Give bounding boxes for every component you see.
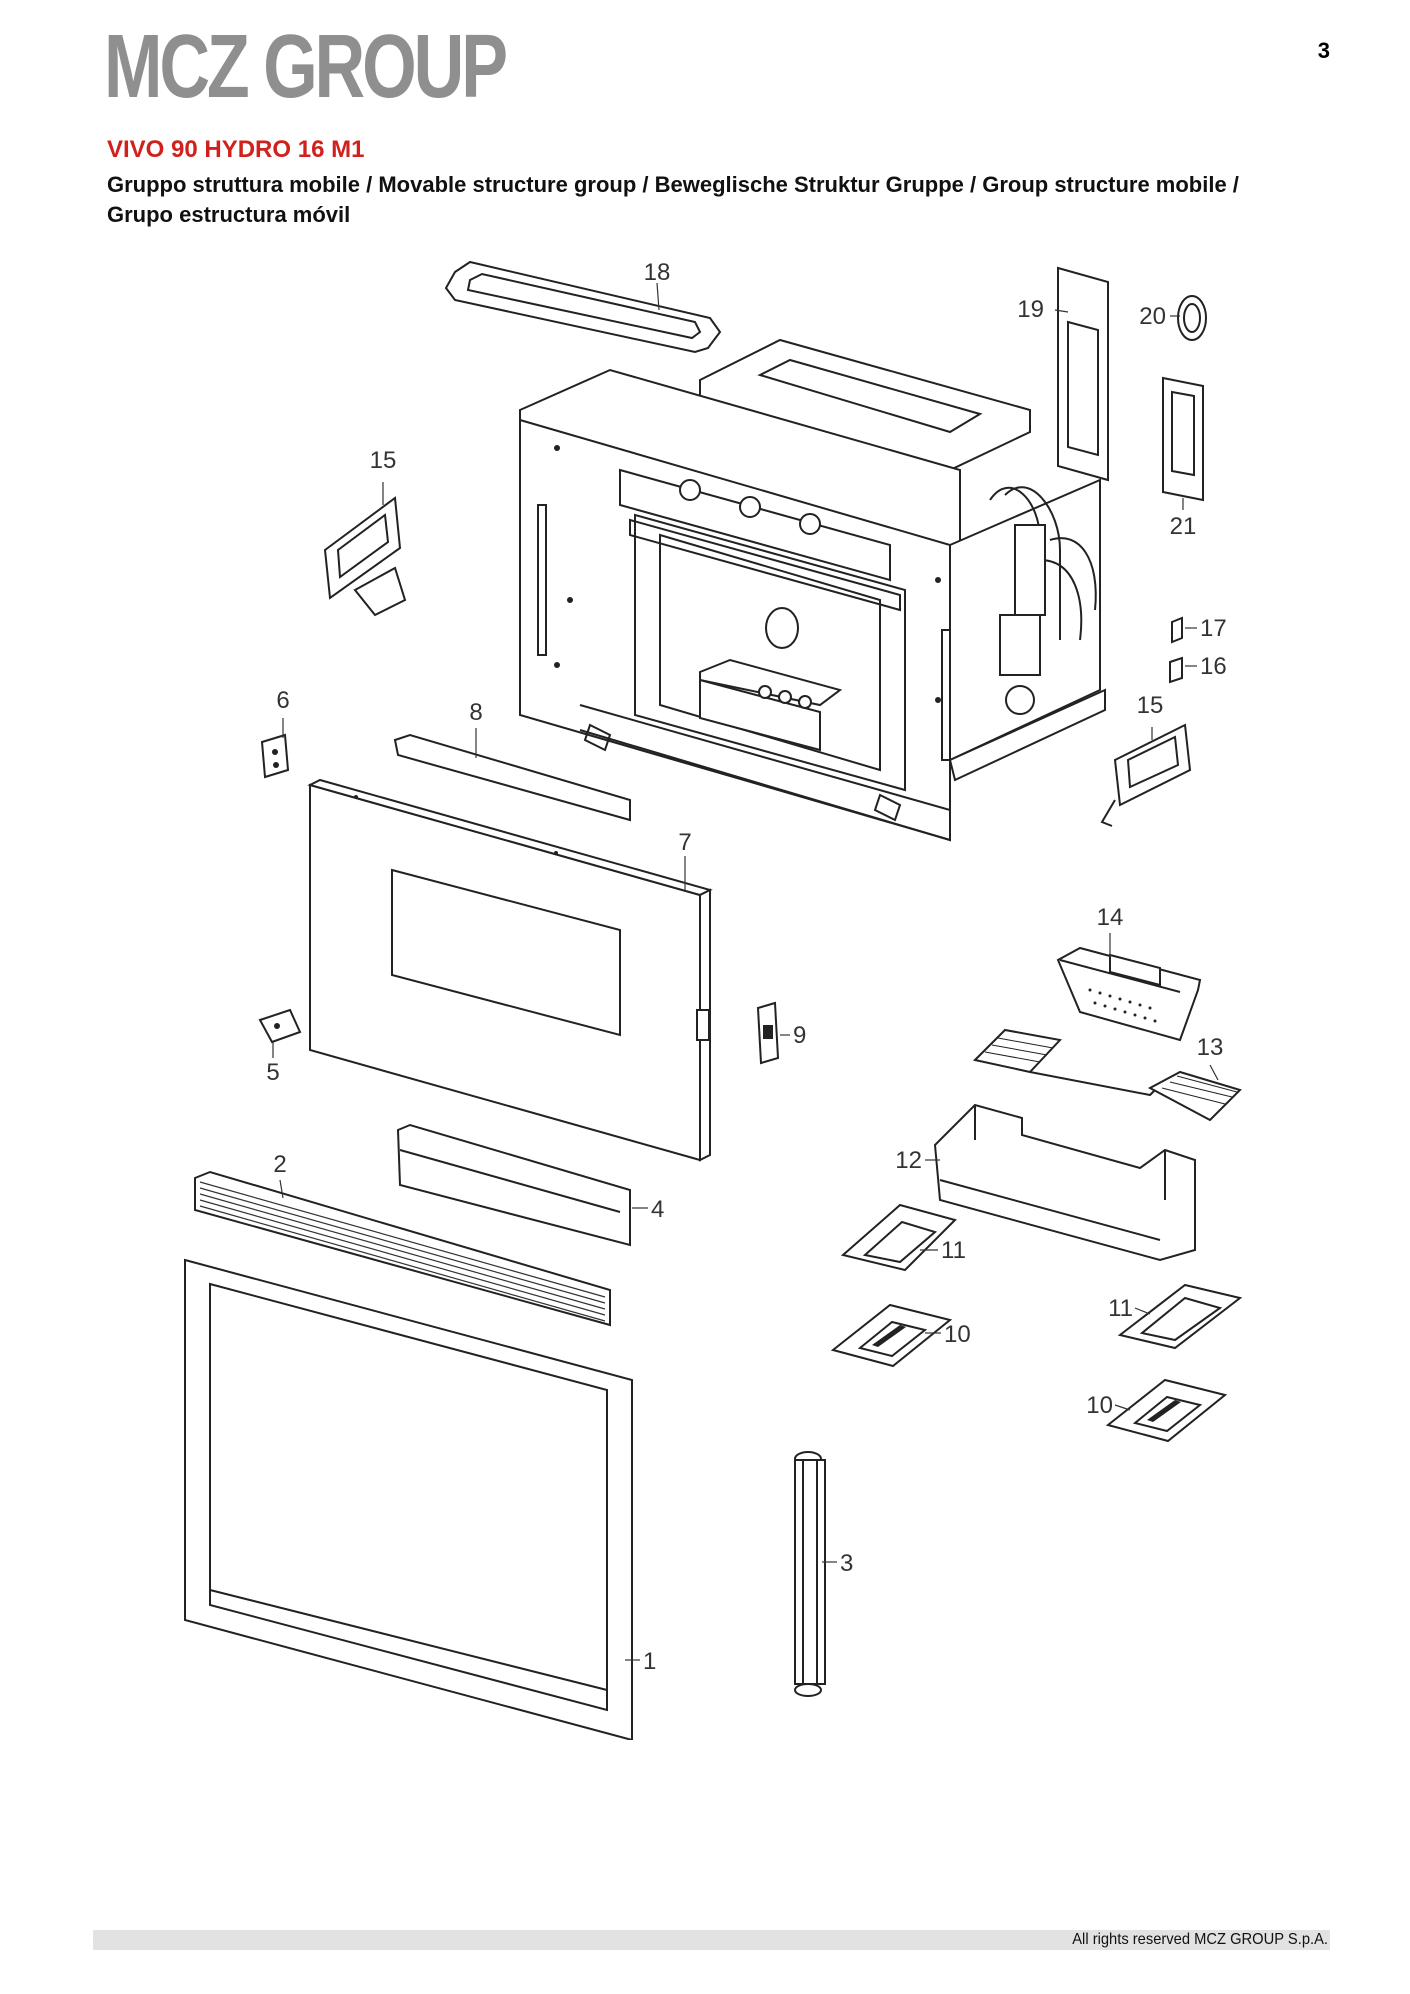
- page-number: 3: [1317, 38, 1330, 63]
- part-19-plate: [1057, 266, 1109, 482]
- part-2-grille: [194, 1170, 611, 1327]
- callout-15-right: 15: [1137, 692, 1164, 719]
- callout-3: 3: [840, 1550, 853, 1577]
- callout-15-left: 15: [370, 447, 397, 474]
- part-14-basket: [1056, 946, 1202, 1042]
- part-4-bar: [396, 1123, 631, 1247]
- part-11-gasket-left: [840, 1203, 957, 1272]
- leader-13: [1209, 1064, 1219, 1081]
- brand-logo: MCZ GROUP: [104, 17, 508, 117]
- callout-10-right: 10: [1086, 1392, 1113, 1419]
- part-11-gasket-right: [1117, 1283, 1243, 1350]
- callout-6: 6: [276, 687, 289, 714]
- exploded-parts-diagram: 18 19 20 21 15 17 16 15 6 8 7 14 5 9 13 …: [184, 259, 1243, 1740]
- part-18-gasket: [444, 260, 722, 354]
- leader-2: [279, 1179, 284, 1199]
- main-structure: [519, 338, 1106, 842]
- part-20-ring: [1177, 295, 1207, 341]
- leader-19: [1054, 309, 1069, 313]
- part-15-right-bracket: [1100, 723, 1192, 827]
- callout-18: 18: [644, 259, 671, 286]
- part-10-plate-right: [1105, 1378, 1228, 1443]
- leader-10-right: [1114, 1404, 1131, 1411]
- callout-11-right: 11: [1108, 1295, 1133, 1322]
- part-10-plate-left: [830, 1303, 953, 1368]
- part-9-latch: [756, 1001, 780, 1065]
- part-16-clip: [1169, 656, 1183, 684]
- callout-8: 8: [469, 699, 482, 726]
- part-15-left-bracket: [323, 496, 407, 617]
- part-8-bar: [393, 733, 631, 822]
- part-6-hinge: [260, 733, 290, 779]
- part-3-column: [794, 1451, 826, 1697]
- callout-11-left: 11: [941, 1237, 966, 1264]
- part-7-door: [307, 778, 713, 1162]
- part-5-hinge: [258, 1008, 302, 1044]
- part-13-grate: [972, 1028, 1242, 1122]
- callout-1: 1: [643, 1648, 656, 1675]
- callout-16: 16: [1200, 653, 1227, 680]
- callout-17: 17: [1200, 615, 1227, 642]
- part-17-clip: [1171, 616, 1183, 644]
- leader-11-right: [1134, 1307, 1151, 1315]
- footer-bar: [93, 1930, 1330, 1950]
- part-1-frame: [184, 1258, 633, 1740]
- section-subtitle: Gruppo struttura mobile / Movable struct…: [107, 172, 1239, 227]
- footer-copyright: All rights reserved MCZ GROUP S.p.A.: [1072, 1931, 1328, 1948]
- callout-21: 21: [1170, 513, 1197, 540]
- model-title: VIVO 90 HYDRO 16 M1: [107, 136, 365, 163]
- callout-9: 9: [793, 1022, 806, 1049]
- callout-20: 20: [1139, 303, 1166, 330]
- callout-7: 7: [678, 829, 691, 856]
- part-12-tray: [933, 1103, 1196, 1262]
- callout-5: 5: [266, 1059, 279, 1086]
- callout-4: 4: [651, 1196, 664, 1223]
- callout-12: 12: [895, 1147, 922, 1174]
- callout-19: 19: [1017, 296, 1044, 323]
- callout-13: 13: [1197, 1034, 1224, 1061]
- callout-14: 14: [1097, 904, 1124, 931]
- leader-18: [656, 282, 660, 311]
- callout-2: 2: [273, 1151, 286, 1178]
- part-21-plate: [1162, 376, 1204, 502]
- callout-10-left: 10: [944, 1321, 971, 1348]
